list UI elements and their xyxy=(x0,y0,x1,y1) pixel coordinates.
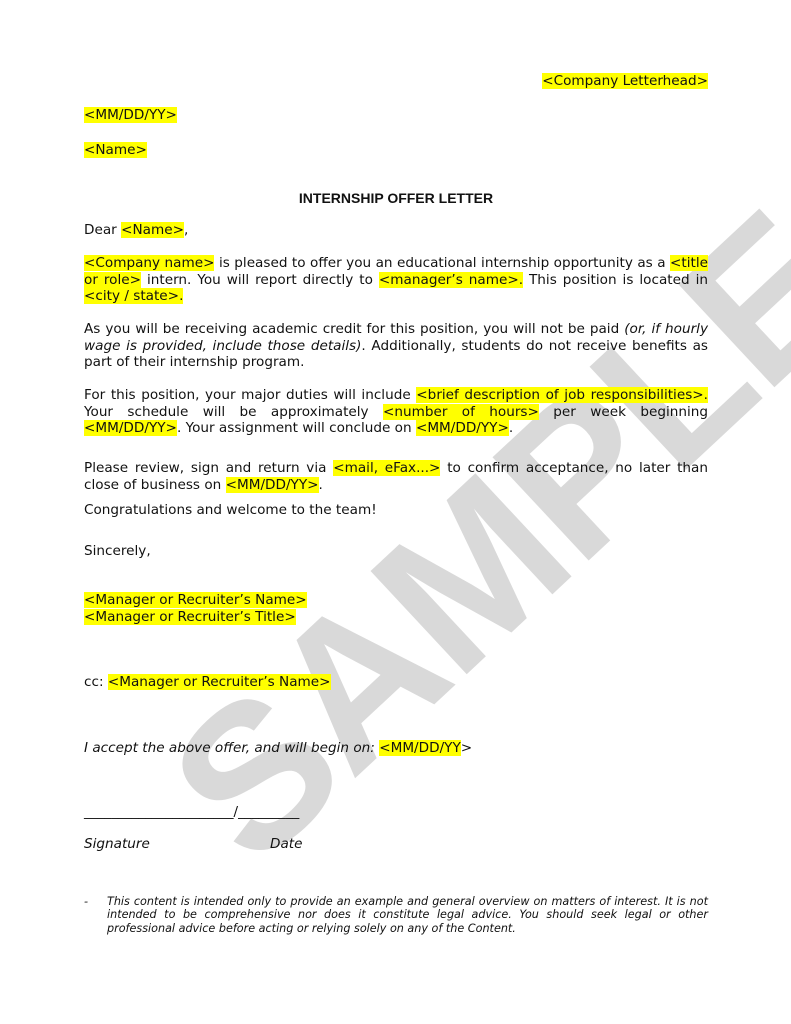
congrats-line: Congratulations and welcome to the team! xyxy=(84,502,708,519)
text-segment: , xyxy=(183,222,189,238)
text-segment: This position is located in xyxy=(523,271,708,288)
text-segment: Your schedule will be approximately xyxy=(84,403,383,420)
text-segment: Dear xyxy=(84,222,122,238)
text-segment: I accept the above offer, and will begin… xyxy=(84,740,380,756)
duties-paragraph: For this position, your major duties wil… xyxy=(84,387,708,437)
letter-date: <MM/DD/YY> xyxy=(84,107,708,124)
placeholder-field: <city / state>. xyxy=(84,288,184,305)
date-text: <MM/DD/YY> xyxy=(84,107,177,123)
signature-label: Signature xyxy=(84,836,150,852)
placeholder-field: <number of hours> xyxy=(382,403,539,420)
accept-line: I accept the above offer, and will begin… xyxy=(84,740,708,757)
placeholder-field: <MM/DD/YY xyxy=(379,740,461,756)
text-segment: . Additionally, students do not receive … xyxy=(84,337,708,371)
placeholder-field: <Name> xyxy=(121,222,184,238)
text-segment: intern. You will report directly to xyxy=(141,271,379,288)
text-segment: Congratulations and welcome to the team! xyxy=(84,502,377,518)
cc-line: cc: <Manager or Recruiter’s Name> xyxy=(84,674,708,691)
signature-line: ______________________/_________ xyxy=(84,804,708,821)
offer-paragraph: <Company name> is pleased to offer you a… xyxy=(84,255,708,305)
letter-title: INTERNSHIP OFFER LETTER xyxy=(298,190,494,206)
placeholder-field: <MM/DD/YY> xyxy=(84,420,177,437)
letterhead-text: <Company Letterhead> xyxy=(542,73,708,89)
placeholder-field: <MM/DD/YY> xyxy=(415,420,509,437)
text-segment: . xyxy=(318,476,323,493)
placeholder-field: <brief description of job responsibiliti… xyxy=(416,387,708,403)
disclaimer: - This content is intended only to provi… xyxy=(84,895,708,935)
text-segment: Sincerely, xyxy=(84,543,151,559)
text-segment: > xyxy=(460,740,473,756)
text-segment: cc: xyxy=(84,674,108,690)
text-segment: Please review, sign and return via xyxy=(84,460,334,476)
signer-title: <Manager or Recruiter’s Title> xyxy=(84,609,708,626)
disclaimer-text: This content is intended only to provide… xyxy=(107,895,708,935)
date-label: Date xyxy=(270,836,303,852)
recipient-text: <Name> xyxy=(84,142,147,158)
placeholder-field: <mail, eFax...> xyxy=(333,460,441,476)
signer-name: <Manager or Recruiter’s Name> xyxy=(84,592,708,609)
signature-labels: Signature Date xyxy=(84,836,708,853)
placeholder-field: <Manager or Recruiter’s Name> xyxy=(107,674,331,690)
greeting: Dear <Name>, xyxy=(84,222,708,239)
text-segment: is pleased to offer you an educational i… xyxy=(214,255,671,271)
company-letterhead: <Company Letterhead> xyxy=(84,73,708,90)
disclaimer-dash: - xyxy=(84,895,89,908)
placeholder-field: <MM/DD/YY> xyxy=(225,476,319,493)
placeholder-field: <manager’s name>. xyxy=(378,271,524,288)
text-segment: As you will be receiving academic credit… xyxy=(84,321,625,337)
placeholder-field: <Company name> xyxy=(84,255,215,271)
placeholder-field: <Manager or Recruiter’s Name> xyxy=(84,592,307,608)
review-paragraph: Please review, sign and return via <mail… xyxy=(84,460,708,493)
placeholder-field: <Manager or Recruiter’s Title> xyxy=(84,609,296,625)
text-segment: per week beginning xyxy=(538,403,708,420)
text-segment: For this position, your major duties wil… xyxy=(84,387,417,403)
text-segment: ______________________/_________ xyxy=(84,804,300,820)
closing-line: Sincerely, xyxy=(84,543,708,560)
text-segment: . Your assignment will conclude on xyxy=(176,420,416,437)
recipient-name: <Name> xyxy=(84,142,708,159)
text-segment: (or, if hourly wage is provided, include… xyxy=(84,321,708,354)
text-segment: . xyxy=(508,420,514,437)
text-segment: to confirm acceptance, no later than clo… xyxy=(84,460,708,493)
credit-paragraph: As you will be receiving academic credit… xyxy=(84,321,708,371)
